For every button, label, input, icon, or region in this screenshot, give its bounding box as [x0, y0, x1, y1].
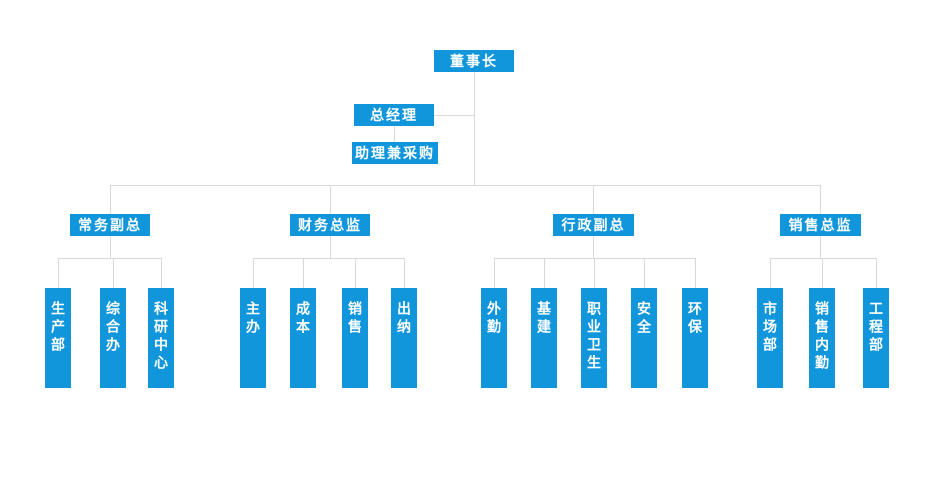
org-node-department: 基建 — [531, 288, 557, 388]
org-node-label: 综合办 — [105, 301, 121, 355]
org-node-department: 环保 — [682, 288, 708, 388]
org-node-department: 主办 — [240, 288, 266, 388]
org-node-label: 销售内勤 — [814, 301, 830, 373]
org-node-branch-finance-director: 财务总监 — [290, 214, 370, 236]
connector-child-stub — [355, 258, 356, 288]
connector-child-stub — [303, 258, 304, 288]
connector-child-stub — [594, 258, 595, 288]
org-node-department: 外勤 — [481, 288, 507, 388]
connector-branch-drop — [820, 185, 821, 214]
org-node-department: 销售 — [342, 288, 368, 388]
connector-branch-drop — [330, 185, 331, 214]
org-node-label: 职业卫生 — [586, 301, 602, 373]
connector-child-stub — [695, 258, 696, 288]
org-node-label: 市场部 — [762, 301, 778, 355]
connector-child-stub — [58, 258, 59, 288]
org-node-label: 基建 — [536, 301, 552, 337]
org-node-department: 市场部 — [757, 288, 783, 388]
org-node-label: 环保 — [687, 301, 703, 337]
connector-group-horizontal — [770, 258, 876, 259]
connector-child-stub — [544, 258, 545, 288]
org-node-department: 安全 — [631, 288, 657, 388]
connector-child-stub — [113, 258, 114, 288]
connector-child-stub — [644, 258, 645, 288]
connector-group-vertical — [820, 236, 821, 258]
org-node-department: 生产部 — [45, 288, 71, 388]
org-node-department: 工程部 — [863, 288, 889, 388]
org-node-department: 成本 — [290, 288, 316, 388]
org-node-label: 销售 — [347, 301, 363, 337]
org-node-chairman: 董事长 — [434, 50, 514, 72]
connector-child-stub — [876, 258, 877, 288]
connector-child-stub — [770, 258, 771, 288]
org-node-branch-sales-director: 销售总监 — [780, 214, 861, 236]
org-node-label: 安全 — [636, 301, 652, 337]
org-node-branch-executive-deputy: 常务副总 — [70, 214, 150, 236]
connector-group-horizontal — [253, 258, 404, 259]
connector-child-stub — [494, 258, 495, 288]
org-node-department: 销售内勤 — [809, 288, 835, 388]
org-node-assistant-procurement: 助理兼采购 — [352, 142, 438, 164]
connector-root-vertical — [474, 72, 475, 185]
org-node-label: 工程部 — [868, 301, 884, 355]
connector-main-horizontal — [110, 185, 820, 186]
connector-child-stub — [822, 258, 823, 288]
org-node-label: 成本 — [295, 301, 311, 337]
connector-gm-assistant-vertical — [394, 126, 395, 142]
org-node-label: 出纳 — [396, 301, 412, 337]
org-node-department: 科研中心 — [148, 288, 174, 388]
org-node-label: 外勤 — [486, 301, 502, 337]
org-node-department: 职业卫生 — [581, 288, 607, 388]
connector-child-stub — [253, 258, 254, 288]
org-node-branch-admin-deputy: 行政副总 — [553, 214, 634, 236]
connector-branch-drop — [593, 185, 594, 214]
connector-child-stub — [404, 258, 405, 288]
org-node-label: 科研中心 — [153, 301, 169, 373]
org-node-department: 综合办 — [100, 288, 126, 388]
org-node-department: 出纳 — [391, 288, 417, 388]
connector-group-horizontal — [58, 258, 161, 259]
connector-branch-drop — [110, 185, 111, 214]
connector-gm-horizontal — [434, 115, 474, 116]
connector-group-vertical — [330, 236, 331, 258]
org-node-general-manager: 总经理 — [354, 104, 434, 126]
connector-child-stub — [161, 258, 162, 288]
org-node-label: 生产部 — [50, 301, 66, 355]
connector-group-vertical — [593, 236, 594, 258]
org-node-label: 主办 — [245, 301, 261, 337]
connector-group-vertical — [110, 236, 111, 258]
